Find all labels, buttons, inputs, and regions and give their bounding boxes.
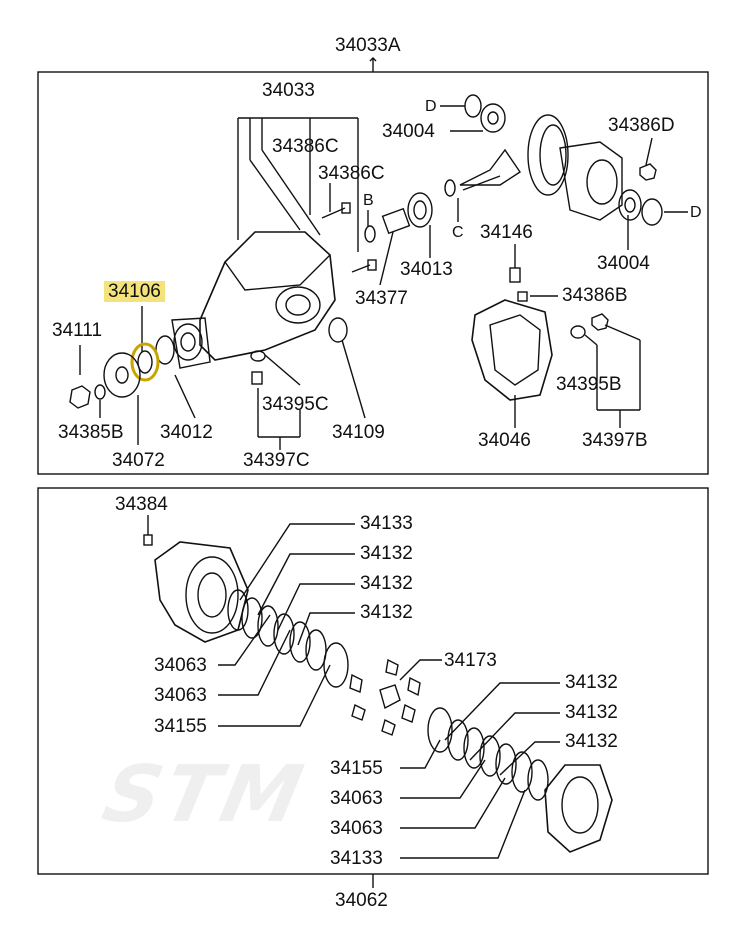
label-34072: 34072 (112, 450, 165, 471)
label-34004-top: 34004 (382, 121, 435, 142)
label-34132-3: 34132 (360, 602, 413, 623)
label-34395b: 34395B (556, 374, 622, 395)
label-34063-3: 34063 (330, 788, 383, 809)
label-34397b: 34397B (582, 430, 648, 451)
label-34133-bottom: 34133 (330, 848, 383, 869)
label-34155-2: 34155 (330, 758, 383, 779)
label-assembly-34062: 34062 (335, 890, 388, 911)
label-34132-2: 34132 (360, 573, 413, 594)
label-34386c-2: 34386C (318, 163, 385, 184)
label-34013: 34013 (400, 259, 453, 280)
label-34173: 34173 (444, 650, 497, 671)
label-34386c-1: 34386C (272, 136, 339, 157)
label-34132-6: 34132 (565, 731, 618, 752)
label-34063-4: 34063 (330, 818, 383, 839)
label-d-1: D (425, 98, 437, 115)
label-34397c: 34397C (243, 450, 310, 471)
label-34111: 34111 (52, 320, 103, 341)
label-b: B (363, 192, 374, 209)
label-c: C (452, 224, 464, 241)
label-34386b: 34386B (562, 285, 628, 306)
label-34132-4: 34132 (565, 672, 618, 693)
label-d-2: D (690, 204, 702, 221)
label-34109: 34109 (332, 422, 385, 443)
label-34132-5: 34132 (565, 702, 618, 723)
label-34063-1: 34063 (154, 655, 207, 676)
label-34385b: 34385B (58, 422, 124, 443)
label-assembly-34033a: 34033A (335, 35, 401, 56)
label-34004-right: 34004 (597, 253, 650, 274)
label-34046: 34046 (478, 430, 531, 451)
label-34133-top: 34133 (360, 513, 413, 534)
label-34106: 34106 (104, 281, 165, 303)
label-34377: 34377 (355, 288, 408, 309)
label-34384: 34384 (115, 494, 168, 515)
label-34395c: 34395C (262, 394, 329, 415)
label-34386d: 34386D (608, 115, 675, 136)
label-34012: 34012 (160, 422, 213, 443)
label-34033: 34033 (262, 80, 315, 101)
label-34146: 34146 (480, 222, 533, 243)
label-34155-1: 34155 (154, 716, 207, 737)
label-34063-2: 34063 (154, 685, 207, 706)
label-34132-1: 34132 (360, 543, 413, 564)
